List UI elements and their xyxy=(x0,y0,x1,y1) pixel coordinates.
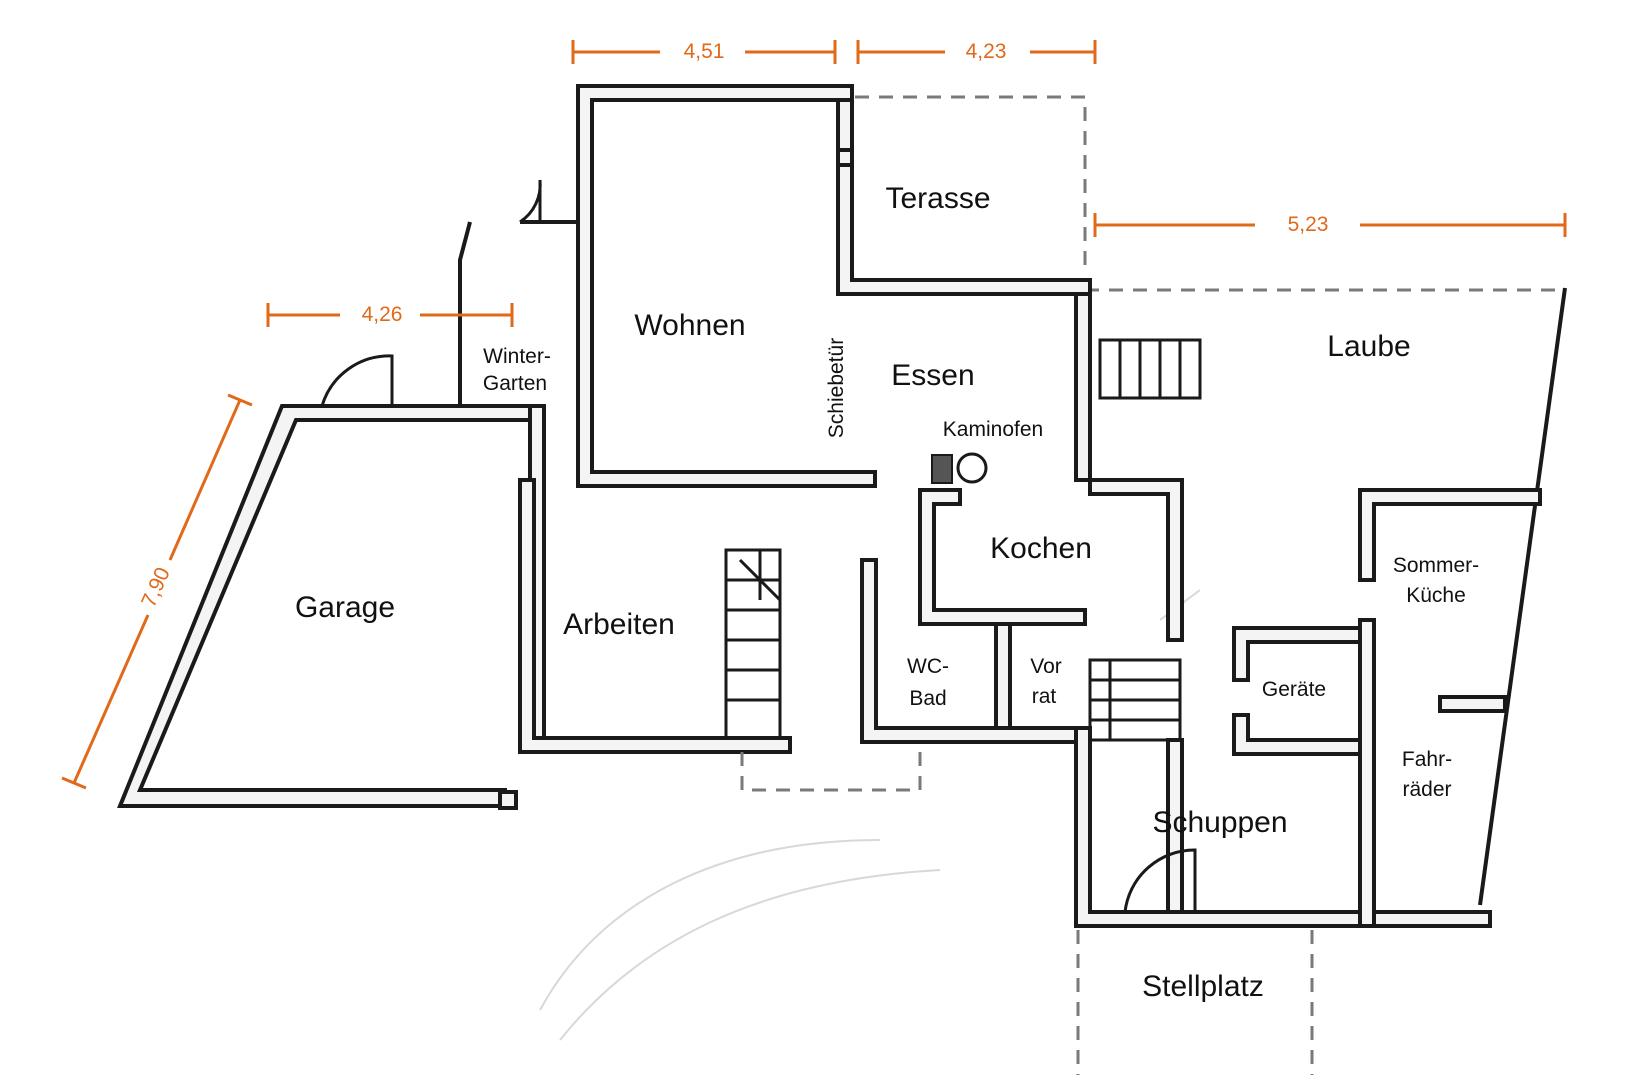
wohnen-walls xyxy=(576,84,1092,488)
label-wohnen: Wohnen xyxy=(634,309,745,342)
label-vorrat-2: rat xyxy=(1032,685,1057,708)
dim-label-wintergarten: 4,26 xyxy=(362,303,403,326)
label-kochen: Kochen xyxy=(990,532,1092,565)
label-schiebetuer: Schiebetür xyxy=(825,338,848,438)
dim-label-terasse: 4,23 xyxy=(966,40,1007,63)
dimension-wohnen: 4,51 xyxy=(571,40,837,64)
dim-label-wohnen: 4,51 xyxy=(684,40,725,63)
label-geraete: Geräte xyxy=(1262,678,1326,701)
shed-walls xyxy=(1232,488,1542,928)
laube-outline xyxy=(1085,287,1567,906)
label-wcbad-1: WC- xyxy=(907,655,949,678)
garage-walls xyxy=(117,354,546,810)
laube-stair xyxy=(1098,338,1202,400)
stellplatz-outline xyxy=(1076,930,1314,1075)
room-labels: Terasse Wohnen Essen Laube Winter- Garte… xyxy=(295,182,1479,1003)
label-kaminofen: Kaminofen xyxy=(943,418,1043,441)
label-wintergarten-1: Winter- xyxy=(483,345,551,368)
dimension-terasse: 4,23 xyxy=(856,40,1097,64)
dim-label-garage: 7,90 xyxy=(137,564,175,611)
label-stellplatz: Stellplatz xyxy=(1142,970,1264,1003)
arbeiten-walls xyxy=(518,478,922,792)
label-vorrat-1: Vor xyxy=(1030,655,1062,678)
label-laube: Laube xyxy=(1327,330,1410,363)
label-fahrraeder-1: Fahr- xyxy=(1402,748,1452,771)
label-sommerkueche-2: Küche xyxy=(1406,584,1466,607)
kochen-walls xyxy=(918,452,1184,642)
label-essen: Essen xyxy=(891,359,974,392)
label-schuppen: Schuppen xyxy=(1152,806,1287,839)
label-wcbad-2: Bad xyxy=(909,687,946,710)
label-terasse: Terasse xyxy=(885,182,990,215)
wintergarten-walls xyxy=(458,179,578,420)
dim-label-laube: 5,23 xyxy=(1288,213,1329,236)
label-garage: Garage xyxy=(295,591,395,624)
terrace-outline xyxy=(855,95,1087,265)
dimension-wintergarten: 4,26 xyxy=(266,303,514,327)
label-sommerkueche-1: Sommer- xyxy=(1393,554,1479,577)
dimension-laube: 5,23 xyxy=(1093,213,1567,237)
label-fahrraeder-2: räder xyxy=(1402,778,1451,801)
label-wintergarten-2: Garten xyxy=(483,372,547,395)
label-arbeiten: Arbeiten xyxy=(563,608,675,641)
